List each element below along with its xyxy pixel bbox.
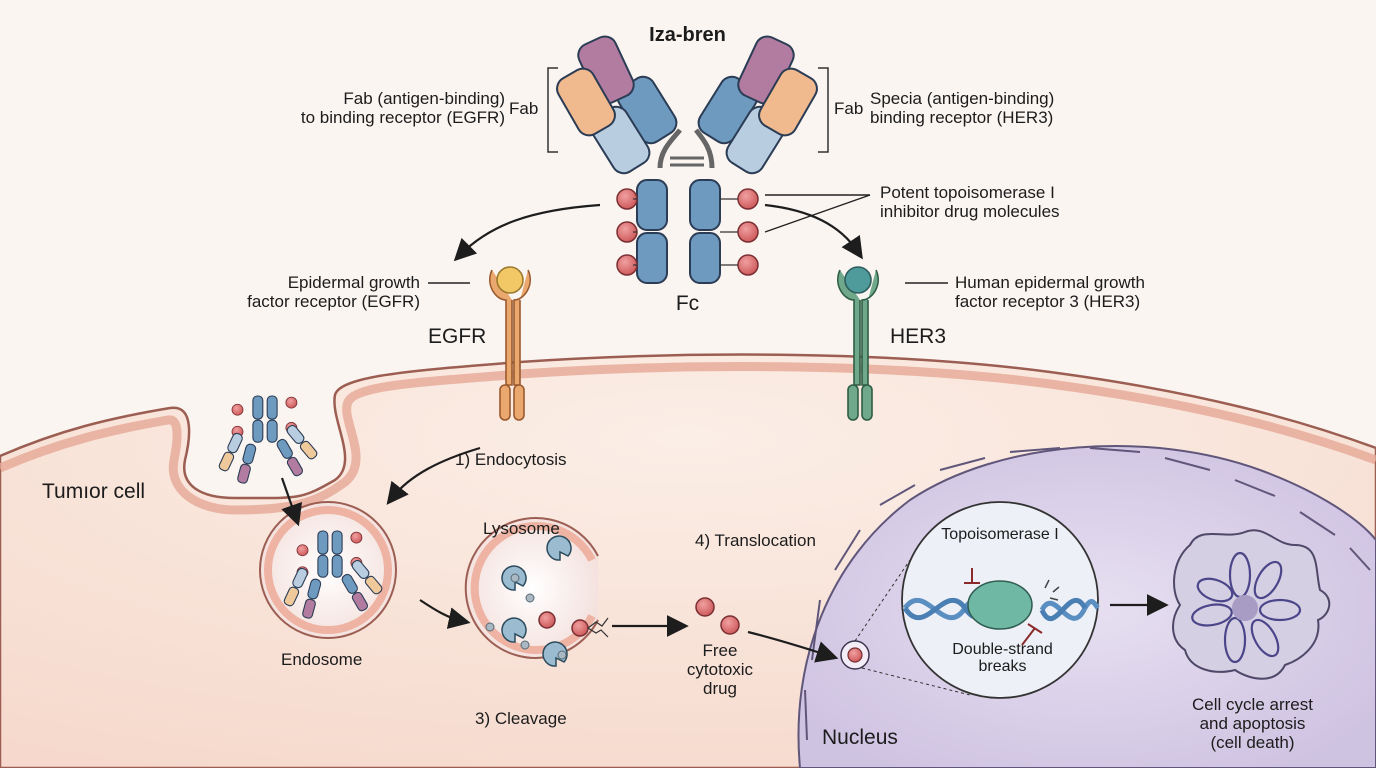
lysosomal-enzymes (501, 535, 572, 667)
nucleus-label: Nucleus (822, 726, 898, 749)
dsb-label: Double-strand breaks (935, 641, 1070, 675)
dsb-line1: Double-strand (952, 641, 1053, 658)
fab-right-tag: Fab (834, 99, 864, 118)
free-drug-line3: drug (702, 679, 738, 698)
her3-label: HER3 (890, 325, 947, 348)
payload-drugs (616, 188, 759, 276)
egfr-desc-line2: factor receptor (EGFR) (247, 292, 420, 311)
arrow-to-her3 (764, 203, 863, 260)
dsb-line2: breaks (978, 658, 1027, 675)
fab-right-description: Specia (antigen-binding) binding recepto… (870, 89, 1054, 127)
fab-left-tag: Fab (509, 99, 539, 118)
topoisomerase-label: Topoisomerase I (941, 526, 1059, 543)
egfr-receptor (489, 266, 531, 421)
fab-right-desc-line1: Specia (antigen-binding) (870, 89, 1055, 108)
iza-bren-antibody (556, 35, 818, 284)
arrow-to-lysosome (419, 599, 471, 629)
outcome-label: Cell cycle arrest and apoptosis (cell de… (1165, 695, 1340, 752)
her3-desc-line2: factor receptor 3 (HER3) (955, 292, 1141, 311)
cell-membrane (0, 362, 1376, 515)
fab-left-desc-line1: Fab (antigen-binding) (343, 89, 505, 108)
lysosome-label: Lysosome (483, 519, 560, 538)
free-drug-line1: Free (702, 641, 738, 660)
payload-desc-line2: inhibitor drug molecules (880, 202, 1060, 221)
fab-left-desc-line2: to binding receptor (EGFR) (300, 108, 505, 127)
leader-lines (428, 194, 948, 284)
outcome-line2: and apoptosis (1199, 714, 1306, 733)
step-endocytosis-label: 1) Endocytosis (455, 450, 567, 469)
payload-desc-line1: Potent topoisomerase I (880, 183, 1055, 202)
fc-label: Fc (675, 292, 700, 315)
arrow-to-egfr (453, 203, 601, 262)
step-translocation-label: 4) Translocation (695, 531, 816, 550)
linker-cleavage-icon (587, 617, 609, 638)
drug-title: Iza-bren (649, 24, 726, 46)
nuclear-pores (804, 447, 1371, 741)
dna-zoom-inset (840, 501, 1100, 699)
egfr-desc-line1: Epidermal growth (287, 273, 420, 292)
free-drug-label: Free cytotoxic drug (670, 641, 770, 698)
apoptotic-cell (1172, 529, 1331, 680)
outcome-line3: (cell death) (1210, 733, 1295, 752)
flow-arrows (280, 203, 1169, 663)
tumor-cell-label: Tumıor cell (42, 480, 146, 503)
outcome-line1: Cell cycle arrest (1192, 695, 1313, 714)
payload-description: Potent topoisomerase I inhibitor drug mo… (880, 183, 1060, 221)
her3-receptor (837, 266, 879, 421)
egfr-label: EGFR (428, 325, 487, 348)
fab-right-desc-line2: binding receptor (HER3) (870, 108, 1054, 127)
endosome (259, 501, 397, 639)
internalizing-adc (218, 395, 318, 484)
lysosome (464, 517, 609, 667)
step-cleavage-label: 3) Cleavage (475, 709, 567, 728)
her3-desc-line1: Human epidermal growth (955, 273, 1145, 292)
arrow-endocytosis (386, 446, 481, 505)
free-drug-line2: cytotoxic (686, 660, 754, 679)
free-drug (695, 597, 740, 635)
fab-left-bracket (547, 67, 558, 153)
arrow-pit-to-endosome (280, 477, 303, 527)
egfr-description: Epidermal growth factor receptor (EGFR) (220, 273, 420, 311)
her3-description: Human epidermal growth factor receptor 3… (955, 273, 1145, 311)
arrow-translocation (747, 630, 839, 663)
fab-right-bracket (818, 67, 829, 153)
fab-left-description: Fab (antigen-binding) to binding recepto… (250, 89, 505, 127)
topoisomerase-enzyme (967, 580, 1033, 630)
endosome-label: Endosome (281, 650, 363, 669)
